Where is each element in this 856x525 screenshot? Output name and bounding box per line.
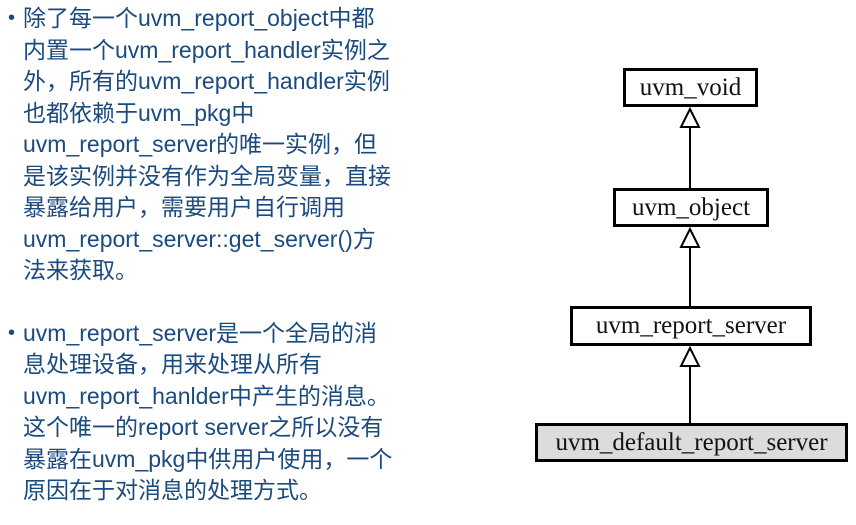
class-node-uvm-object: uvm_object xyxy=(613,188,769,227)
bullet-item: • 除了每一个uvm_report_object中都 内置一个uvm_repor… xyxy=(8,3,486,287)
class-node-uvm-default-report-server: uvm_default_report_server xyxy=(535,423,848,462)
class-node-uvm-report-server: uvm_report_server xyxy=(570,306,812,346)
inheritance-arrow-defaultserver-to-reportserver xyxy=(679,345,701,423)
bullet-text: 除了每一个uvm_report_object中都 内置一个uvm_report_… xyxy=(23,5,391,283)
bullet-marker: • xyxy=(8,321,16,344)
bullet-item: • uvm_report_server是一个全局的消 息处理设备，用来处理从所有… xyxy=(8,318,486,507)
inheritance-arrow-reportserver-to-object xyxy=(679,226,701,306)
slide-text-panel: • 除了每一个uvm_report_object中都 内置一个uvm_repor… xyxy=(8,3,486,507)
inheritance-arrow-object-to-void xyxy=(679,106,701,188)
bullet-marker: • xyxy=(8,7,16,29)
class-node-uvm-void: uvm_void xyxy=(623,68,758,107)
bullet-text: uvm_report_server是一个全局的消 息处理设备，用来处理从所有 u… xyxy=(23,319,393,504)
